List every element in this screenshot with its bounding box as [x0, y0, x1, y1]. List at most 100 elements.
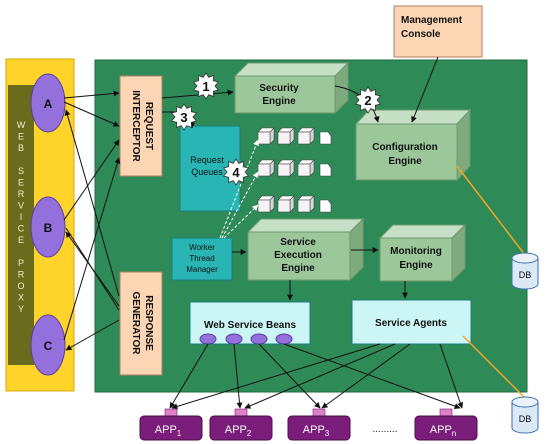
app-label-base: APP	[430, 424, 452, 436]
database-bottom: DB	[511, 396, 539, 434]
proxy-port-a-label: A	[44, 97, 53, 111]
proxy-label-letter: Y	[18, 304, 24, 314]
step-marker-label: 1	[202, 79, 209, 94]
step-marker-label: 3	[180, 110, 187, 125]
app-links	[169, 343, 464, 410]
monitoring-engine: Monitoring Engine	[378, 223, 467, 283]
proxy-label-letter: I	[20, 212, 23, 222]
app-box-2: APP2	[209, 408, 273, 441]
management-console-label-1: Management	[401, 15, 463, 26]
configuration-engine-label-1: Configuration	[372, 142, 438, 153]
proxy-label-letter: O	[17, 281, 24, 291]
queue-item	[297, 195, 315, 213]
worker-thread-manager	[171, 237, 233, 281]
app-label-subscript: 1	[177, 429, 182, 438]
request-interceptor	[119, 75, 163, 177]
app-label: APP2	[225, 424, 252, 438]
proxy-port-c-label: C	[44, 339, 53, 353]
bean-connectors	[199, 333, 293, 345]
proxy-label-letter: B	[18, 143, 24, 153]
service-execution-engine-label-2: Execution	[274, 250, 322, 261]
app-label-subscript: n	[452, 429, 456, 438]
management-console	[393, 5, 483, 58]
request-interceptor-label-2: INTERCEPTOR	[130, 90, 141, 162]
step-marker-label: 4	[232, 165, 240, 180]
proxy-label-letter: V	[18, 201, 24, 211]
app-label: APP3	[303, 424, 330, 438]
worker-dispatch-lines	[219, 139, 259, 239]
proxy-port-c: C	[30, 314, 66, 376]
monitoring-engine-label-1: Monitoring	[390, 246, 442, 257]
service-agents	[351, 299, 472, 345]
proxy-label-letter: R	[18, 270, 25, 280]
step-marker-2: 2	[354, 86, 382, 114]
app-box-1: APP1	[139, 408, 203, 441]
step-marker-1: 1	[192, 72, 220, 100]
management-console-label-2: Console	[401, 29, 441, 40]
configuration-engine-label-2: Engine	[388, 156, 422, 167]
queue-item	[277, 159, 295, 177]
service-execution-engine: Service Execution Engine	[246, 217, 365, 282]
step-marker-4: 4	[222, 158, 250, 186]
app-label-subscript: 3	[325, 429, 330, 438]
queue-item	[277, 127, 295, 145]
database-bottom-label: DB	[519, 414, 532, 424]
monitoring-engine-label-2: Engine	[399, 260, 433, 271]
bean-connector	[199, 333, 217, 345]
response-generator-label-2: GENERATOR	[130, 292, 141, 356]
database-top: DB	[511, 252, 539, 290]
proxy-label-letter: C	[18, 224, 25, 234]
app-label: APP1	[155, 424, 182, 438]
queue-item	[277, 195, 295, 213]
db-links	[456, 165, 526, 399]
bean-connector	[225, 333, 243, 345]
step-marker-label: 2	[364, 93, 371, 108]
worker-thread-manager-label-1: Worker	[189, 243, 215, 252]
app-label: APPn	[430, 424, 456, 438]
response-generator	[119, 271, 163, 376]
proxy-label-letter: X	[18, 293, 24, 303]
proxy-port-b-label: B	[44, 221, 53, 235]
queue-item	[319, 163, 332, 177]
proxy-port-a: A	[30, 73, 66, 133]
proxy-label-letter: R	[18, 189, 25, 199]
database-top-label: DB	[519, 270, 532, 280]
queue-item	[257, 127, 275, 145]
proxy-label-letter: S	[18, 166, 24, 176]
app-box-3: APP3	[287, 408, 351, 441]
queue-item	[257, 195, 275, 213]
app-label-base: APP	[155, 424, 177, 436]
service-agents-label: Service Agents	[375, 318, 447, 329]
worker-thread-manager-label-3: Manager	[186, 265, 218, 274]
app-label-subscript: 2	[247, 429, 252, 438]
request-queues-label-2: Queues	[191, 167, 223, 177]
apps-ellipsis: .........	[372, 424, 397, 435]
configuration-engine: Configuration Engine	[354, 108, 472, 182]
web-service-proxy-bar	[8, 85, 34, 365]
app-box-n: APPn	[414, 408, 478, 441]
request-queues-label-1: Request	[190, 155, 224, 165]
response-generator-label-1: RESPONSE	[143, 295, 154, 351]
worker-thread-manager-label-2: Thread	[189, 254, 214, 263]
queue-item	[319, 199, 332, 213]
service-execution-engine-label-1: Service	[280, 237, 316, 248]
proxy-port-b: B	[30, 196, 66, 258]
app-label-base: APP	[225, 424, 247, 436]
app-label-base: APP	[303, 424, 325, 436]
proxy-label-letter: W	[17, 120, 26, 130]
request-interceptor-label-1: REQUEST	[143, 102, 154, 150]
service-execution-engine-label-3: Engine	[281, 263, 315, 274]
proxy-label-letter: P	[18, 258, 24, 268]
proxy-label-letter: E	[18, 132, 24, 142]
queue-items	[257, 127, 332, 213]
security-engine-label-2: Engine	[262, 96, 296, 107]
proxy-label-letter: E	[18, 235, 24, 245]
step-markers: 1 2 3 4	[170, 72, 382, 186]
step-marker-3: 3	[170, 103, 198, 131]
security-engine-label-1: Security	[259, 83, 299, 94]
queue-item	[297, 127, 315, 145]
queue-item	[297, 159, 315, 177]
